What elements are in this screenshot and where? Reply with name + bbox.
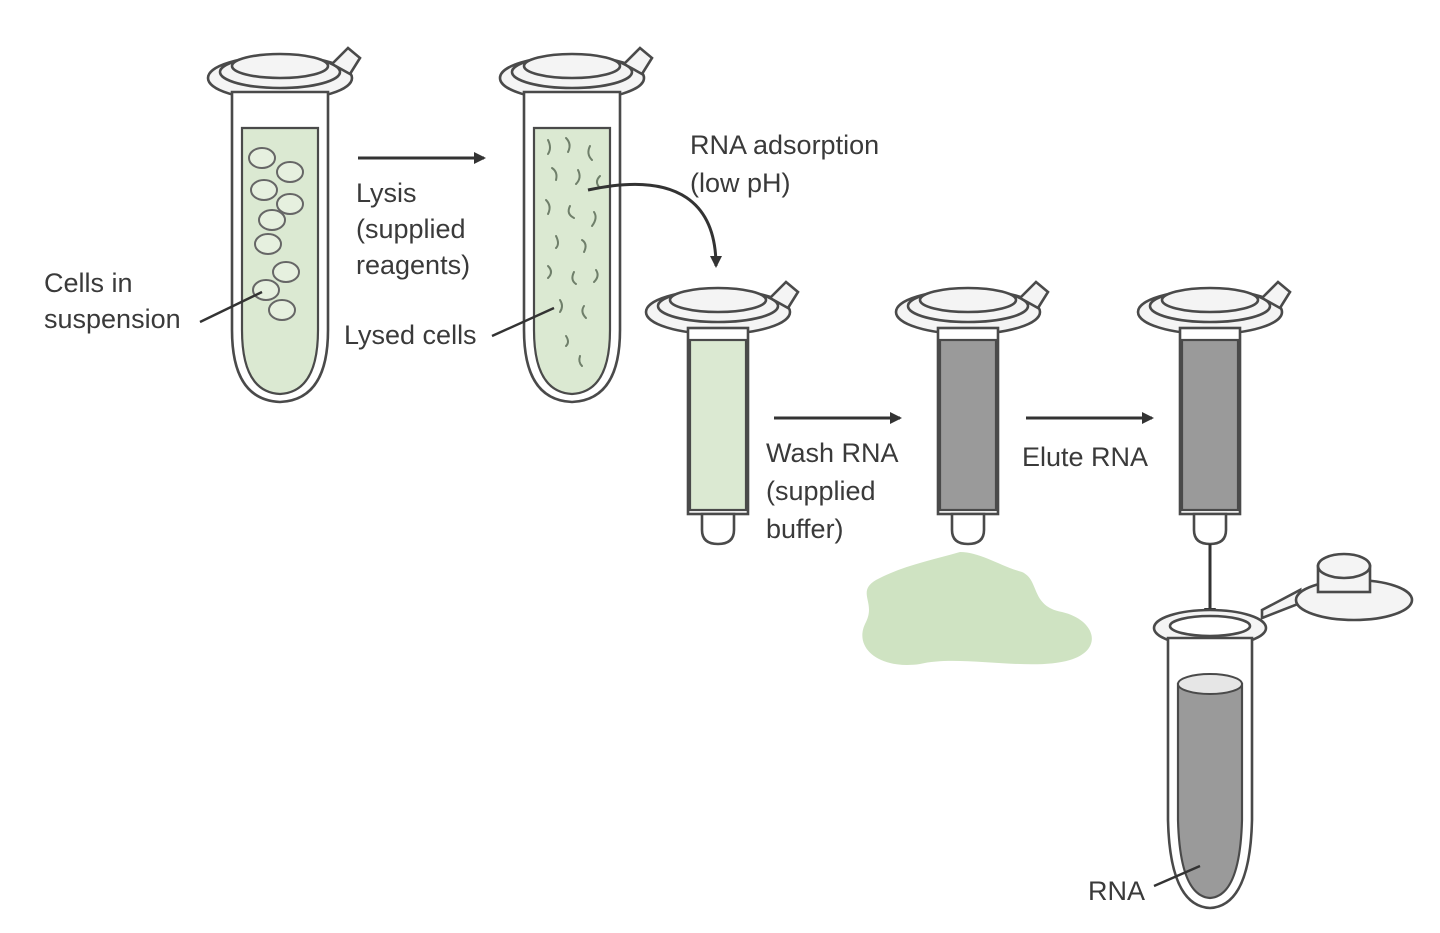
leader-lysed xyxy=(491,306,555,338)
cells-group xyxy=(248,147,304,321)
label-lysis-line2: (supplied xyxy=(356,214,466,244)
spin-column-adsorbed xyxy=(644,280,800,546)
label-wash-line3: buffer) xyxy=(766,514,844,544)
label-lysed-cells: Lysed cells xyxy=(344,320,477,350)
spin-column-washed xyxy=(894,280,1050,546)
label-wash-line2: (supplied xyxy=(766,476,876,506)
leader-cells xyxy=(199,290,263,324)
label-wash-line1: Wash RNA xyxy=(766,438,899,468)
label-cells-line1: Cells in xyxy=(44,268,133,298)
tube-lysed-cells xyxy=(498,46,654,404)
label-rna: RNA xyxy=(1088,876,1145,906)
collection-tube xyxy=(1152,552,1414,910)
spin-column-eluting xyxy=(1136,280,1292,546)
label-lysis-line3: reagents) xyxy=(356,250,470,280)
label-lysis-line1: Lysis xyxy=(356,178,417,208)
label-adsorption-line1: RNA adsorption xyxy=(690,130,879,160)
cell-debris xyxy=(545,137,601,367)
label-adsorption-line2: (low pH) xyxy=(690,168,791,198)
label-cells-line2: suspension xyxy=(44,304,181,334)
leader-rna xyxy=(1153,864,1201,888)
arrow-adsorption xyxy=(587,182,722,268)
label-elute: Elute RNA xyxy=(1022,442,1148,472)
tube-cells-in-suspension xyxy=(206,46,362,404)
flow-through-spill xyxy=(862,552,1092,665)
